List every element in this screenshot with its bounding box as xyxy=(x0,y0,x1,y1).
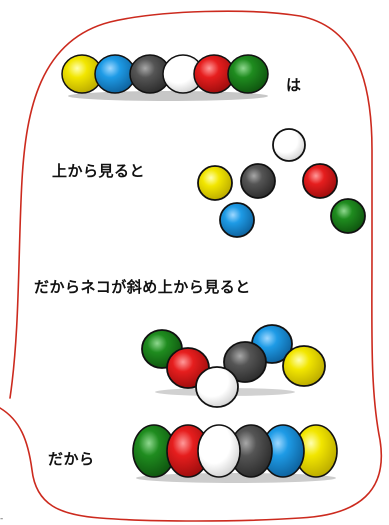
ball-gray xyxy=(240,163,276,199)
ball-green xyxy=(227,54,269,94)
ball-red xyxy=(302,163,338,199)
ball-shadow xyxy=(68,91,268,101)
ball-white xyxy=(195,366,239,408)
result-balls xyxy=(132,424,338,478)
diagonal-view-balls xyxy=(141,324,326,408)
top-view-balls xyxy=(197,128,366,238)
caption-cat-diagonal: だからネコが斜め上から見ると xyxy=(34,278,251,296)
caption-therefore: だから xyxy=(48,450,95,468)
speech-bubble-frame xyxy=(0,10,383,522)
ball-yellow xyxy=(282,345,326,387)
ball-blue xyxy=(94,54,136,94)
caption-from-top: 上から見ると xyxy=(52,162,146,180)
ball-white xyxy=(197,424,241,478)
corner-mark: - xyxy=(0,514,3,524)
ball-green xyxy=(330,198,366,234)
ball-gray xyxy=(223,341,267,383)
ball-blue xyxy=(219,202,255,238)
caption-wa: は xyxy=(286,76,302,94)
side-view-balls xyxy=(61,54,269,94)
ball-white xyxy=(272,128,306,162)
ball-yellow xyxy=(197,165,233,201)
